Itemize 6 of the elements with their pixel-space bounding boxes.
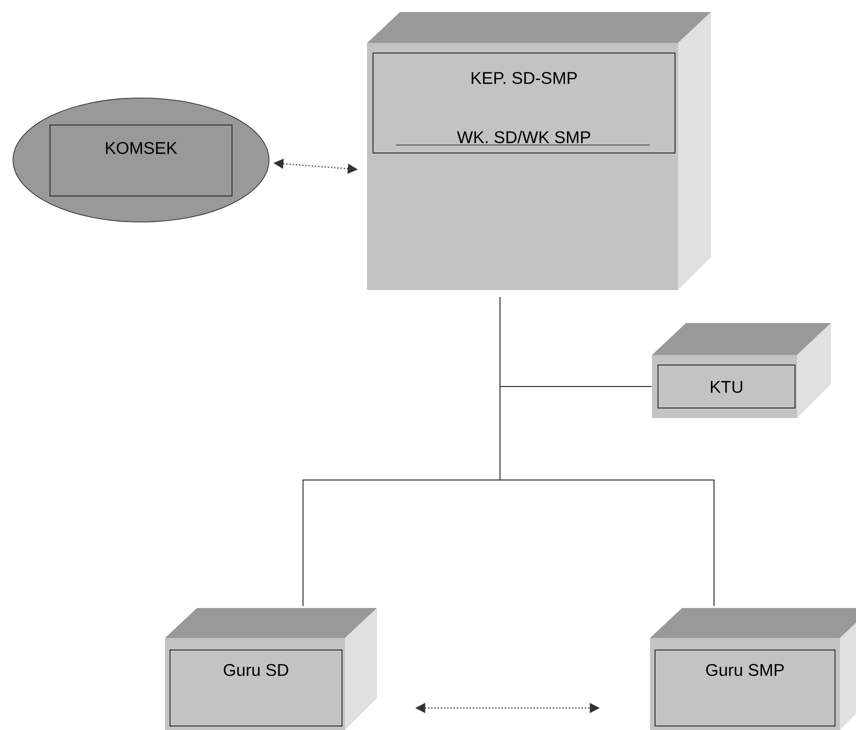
cube-box: KTU <box>652 323 831 418</box>
ellipse-node: KOMSEK <box>12 98 270 222</box>
cube-box: Guru SMP <box>650 608 856 730</box>
cube-box: KEP. SD-SMP WK. SD/WK SMP <box>367 12 711 290</box>
connector-line <box>500 296 714 606</box>
cube-box: Guru SD <box>165 608 377 730</box>
